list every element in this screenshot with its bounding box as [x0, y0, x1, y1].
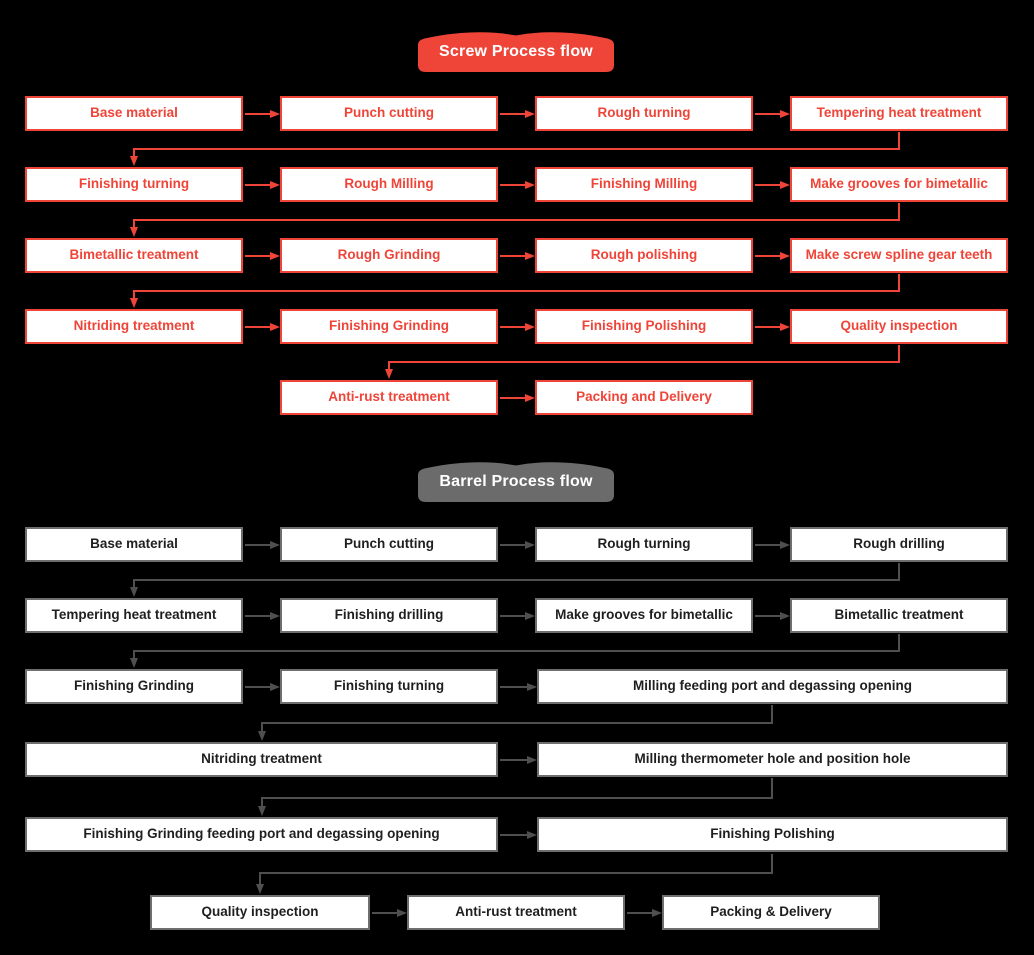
barrel-step-make-grooves-for-bimetallic: Make grooves for bimetallic — [535, 598, 753, 633]
barrel-step-milling-feeding-port-and-degassing-opening: Milling feeding port and degassing openi… — [537, 669, 1008, 704]
screw-step-finishing-polishing: Finishing Polishing — [535, 309, 753, 344]
screw-step-rough-polishing: Rough polishing — [535, 238, 753, 273]
screw-step-rough-turning: Rough turning — [535, 96, 753, 131]
barrel-step-bimetallic-treatment: Bimetallic treatment — [790, 598, 1008, 633]
screw-step-tempering-heat-treatment: Tempering heat treatment — [790, 96, 1008, 131]
screw-step-nitriding-treatment: Nitriding treatment — [25, 309, 243, 344]
wrap-connector — [130, 634, 900, 668]
screw-step-finishing-turning: Finishing turning — [25, 167, 243, 202]
wrap-connector — [130, 203, 900, 237]
barrel-step-anti-rust-treatment: Anti-rust treatment — [407, 895, 625, 930]
screw-step-finishing-grinding: Finishing Grinding — [280, 309, 498, 344]
screw-step-quality-inspection: Quality inspection — [790, 309, 1008, 344]
barrel-step-punch-cutting: Punch cutting — [280, 527, 498, 562]
wrap-connector — [130, 563, 900, 597]
barrel-flow-title: Barrel Process flow — [439, 473, 593, 490]
barrel-step-milling-thermometer-hole-and-position-hole: Milling thermometer hole and position ho… — [537, 742, 1008, 777]
screw-step-base-material: Base material — [25, 96, 243, 131]
screw-step-packing-and-delivery: Packing and Delivery — [535, 380, 753, 415]
screw-step-rough-milling: Rough Milling — [280, 167, 498, 202]
wrap-connector — [256, 854, 773, 894]
barrel-flow-banner: Barrel Process flow — [412, 458, 620, 502]
barrel-step-finishing-polishing: Finishing Polishing — [537, 817, 1008, 852]
screw-flow-title: Screw Process flow — [439, 43, 593, 60]
screw-step-make-screw-spline-gear-teeth: Make screw spline gear teeth — [790, 238, 1008, 273]
barrel-step-packing-and-delivery: Packing & Delivery — [662, 895, 880, 930]
barrel-step-tempering-heat-treatment: Tempering heat treatment — [25, 598, 243, 633]
barrel-step-finishing-grinding: Finishing Grinding — [25, 669, 243, 704]
barrel-step-finishing-grinding-feeding-port-and-degassing-opening: Finishing Grinding feeding port and dega… — [25, 817, 498, 852]
wrap-connector — [130, 132, 900, 166]
wrap-connector — [385, 345, 900, 379]
barrel-step-finishing-turning: Finishing turning — [280, 669, 498, 704]
barrel-step-quality-inspection: Quality inspection — [150, 895, 370, 930]
screw-step-punch-cutting: Punch cutting — [280, 96, 498, 131]
barrel-step-rough-turning: Rough turning — [535, 527, 753, 562]
screw-flow-banner: Screw Process flow — [412, 28, 620, 72]
screw-step-finishing-milling: Finishing Milling — [535, 167, 753, 202]
screw-step-make-grooves-for-bimetallic: Make grooves for bimetallic — [790, 167, 1008, 202]
barrel-step-base-material: Base material — [25, 527, 243, 562]
screw-step-bimetallic-treatment: Bimetallic treatment — [25, 238, 243, 273]
screw-step-rough-grinding: Rough Grinding — [280, 238, 498, 273]
screw-step-anti-rust-treatment: Anti-rust treatment — [280, 380, 498, 415]
wrap-connector — [258, 778, 773, 816]
banner-shape — [418, 462, 614, 502]
wrap-connector — [258, 705, 773, 741]
barrel-step-finishing-drilling: Finishing drilling — [280, 598, 498, 633]
barrel-step-nitriding-treatment: Nitriding treatment — [25, 742, 498, 777]
wrap-connector — [130, 274, 900, 308]
barrel-step-rough-drilling: Rough drilling — [790, 527, 1008, 562]
banner-shape — [418, 32, 614, 72]
